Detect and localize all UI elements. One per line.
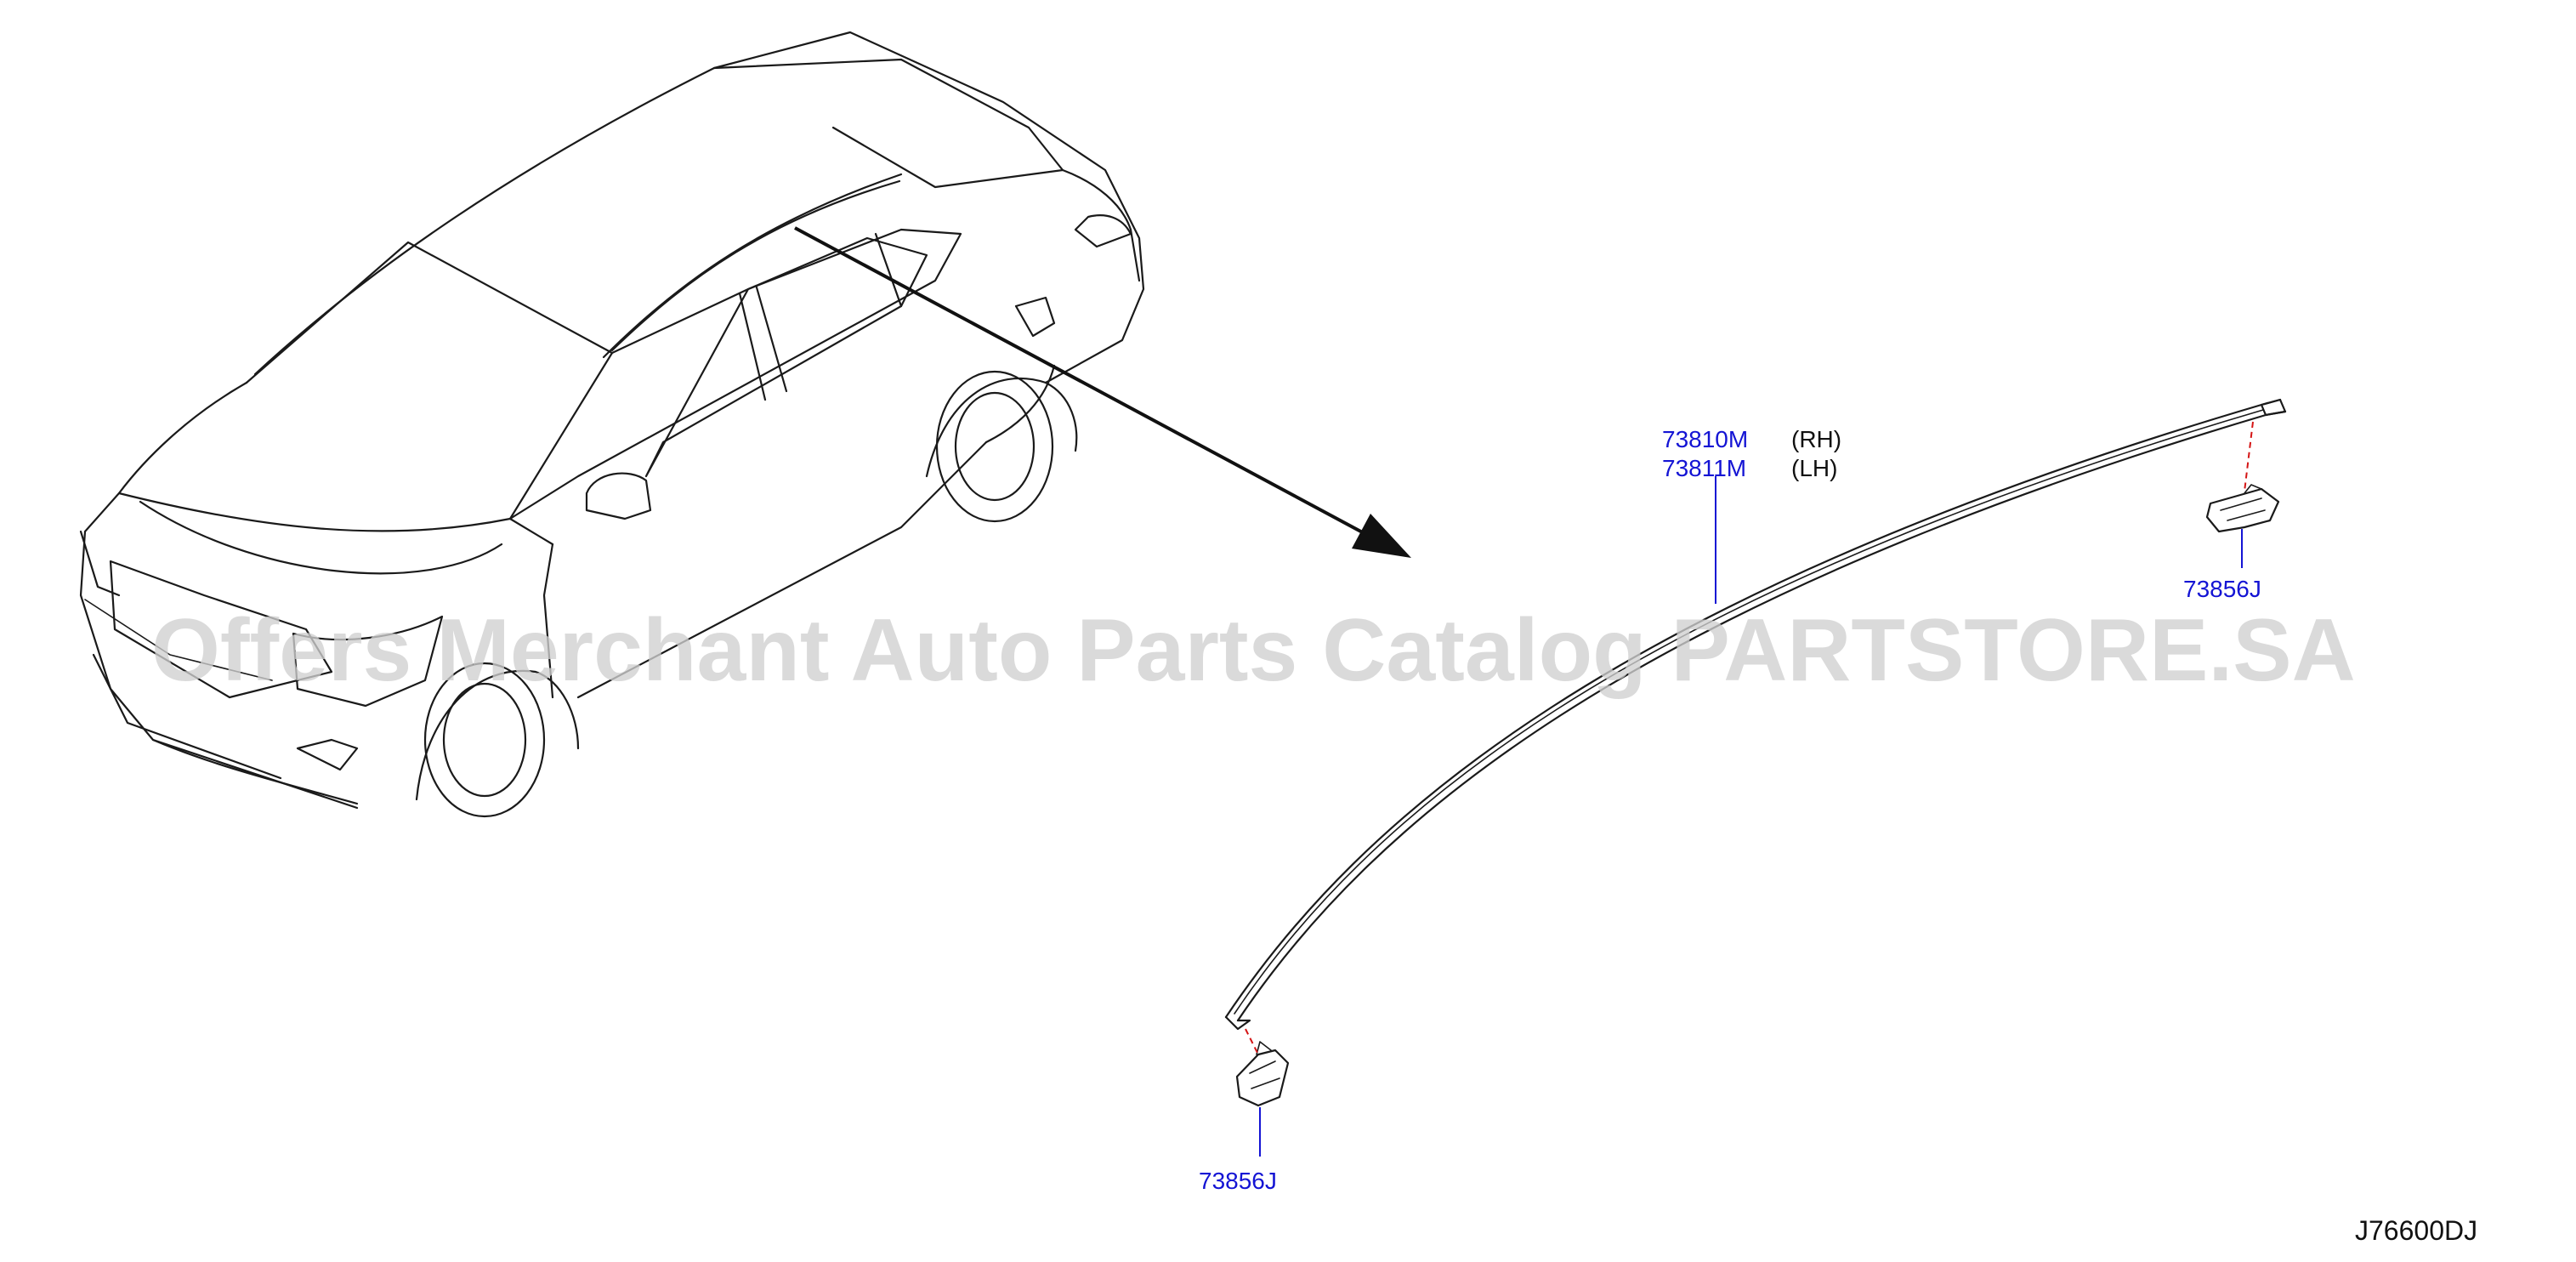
diagram-code: J76600DJ — [2355, 1215, 2477, 1246]
clip-right — [2205, 484, 2280, 533]
part-number-clip-right[interactable]: 73856J — [2183, 576, 2261, 602]
clip-left — [1235, 1041, 1290, 1107]
part-number-molding-rh[interactable]: 73810M — [1662, 426, 1748, 452]
car-illustration — [79, 31, 1145, 818]
part-number-molding-lh[interactable]: 73811M — [1662, 455, 1746, 481]
side-label-lh: (LH) — [1791, 455, 1837, 481]
part-number-clip-left[interactable]: 73856J — [1199, 1168, 1277, 1194]
side-label-rh: (RH) — [1791, 426, 1841, 452]
roof-molding — [1224, 398, 2287, 1031]
clip-left-assembly-line — [1245, 1028, 1259, 1055]
clip-right-assembly-line — [2244, 421, 2254, 492]
pointer-arrow — [794, 226, 1411, 558]
watermark-text: Offers Merchant Auto Parts Catalog PARTS… — [151, 601, 2356, 700]
